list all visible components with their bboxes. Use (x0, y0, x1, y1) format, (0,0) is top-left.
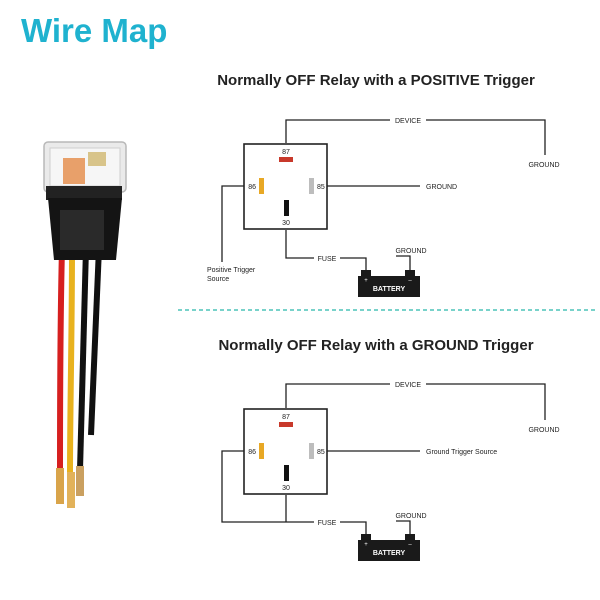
battery-terminal-plus (361, 534, 371, 540)
relay-box (243, 408, 328, 495)
pin-86-label: 86 (248, 449, 256, 456)
pin-30-mark (284, 465, 289, 481)
pin-30-label: 30 (282, 220, 290, 227)
ground-right-label: GROUND (528, 162, 559, 169)
wire-87-device (285, 383, 390, 408)
diagram-ground-trigger: Normally OFF Relay with a GROUND Trigger… (218, 337, 560, 561)
pin-85-mark (309, 443, 314, 459)
red-wire (57, 247, 65, 471)
battery-terminal-minus (405, 534, 415, 540)
battery-terminal-plus (361, 270, 371, 276)
pin-85-label: 85 (317, 184, 325, 191)
wire-battery-ground (396, 520, 411, 534)
battery (358, 276, 420, 297)
diagram-heading: Normally OFF Relay with a POSITIVE Trigg… (217, 72, 535, 89)
fuse-label: FUSE (318, 520, 337, 527)
wire-battery-ground (396, 255, 411, 270)
trigger-source-label: Positive Trigger (207, 267, 256, 274)
wires (221, 383, 546, 534)
pin-85-mark (309, 178, 314, 194)
relay-contact (88, 152, 106, 166)
wires (221, 119, 546, 270)
wire-device-ground (426, 119, 546, 155)
pin-86-mark (259, 178, 264, 194)
pin-87-label: 87 (282, 414, 290, 421)
battery-plus: + (364, 278, 368, 284)
ground-mid-label: GROUND (426, 184, 457, 191)
black-wire-2 (88, 247, 102, 436)
yellow-wire (67, 247, 75, 476)
pin-85-label: 85 (317, 449, 325, 456)
relay-socket-detail (60, 210, 104, 250)
wire-86-fuse (221, 450, 314, 523)
ground-battery-label: GROUND (395, 248, 426, 255)
fuse-label: FUSE (318, 256, 337, 263)
battery-minus: – (408, 278, 412, 284)
diagram-positive-trigger: Normally OFF Relay with a POSITIVE Trigg… (207, 72, 560, 297)
pin-87-mark (279, 157, 293, 162)
wire-device-ground (426, 383, 546, 420)
pin-86-mark (259, 443, 264, 459)
diagram-heading: Normally OFF Relay with a GROUND Trigger (218, 337, 533, 354)
relay-base (46, 186, 122, 200)
relay-box (243, 143, 328, 230)
battery-minus: – (408, 542, 412, 548)
battery-label: BATTERY (373, 286, 406, 293)
wire-86-trigger (221, 185, 244, 262)
device-label: DEVICE (395, 382, 421, 389)
battery (358, 540, 420, 561)
page-title: Wire Map (21, 12, 168, 49)
pin-86-label: 86 (248, 184, 256, 191)
wire-fuse-battery (340, 257, 367, 270)
relay-coil (63, 158, 85, 184)
wire-tip (76, 466, 84, 496)
wire-fuse-battery (340, 521, 367, 534)
wire-87-device (285, 119, 390, 143)
battery-label: BATTERY (373, 550, 406, 557)
ground-right-label: GROUND (528, 427, 559, 434)
battery-plus: + (364, 542, 368, 548)
ground-battery-label: GROUND (395, 513, 426, 520)
wire-tip (56, 468, 64, 504)
black-wire (77, 247, 89, 471)
battery-terminal-minus (405, 270, 415, 276)
pin-30-mark (284, 200, 289, 216)
pin-30-label: 30 (282, 485, 290, 492)
wire-tip (67, 472, 75, 508)
device-label: DEVICE (395, 118, 421, 125)
relay-photo-icon (43, 141, 127, 508)
wire-30-fuse (285, 230, 314, 259)
pin-87-label: 87 (282, 149, 290, 156)
ground-trigger-label: Ground Trigger Source (426, 449, 497, 456)
trigger-source-label-2: Source (207, 276, 229, 283)
pin-87-mark (279, 422, 293, 427)
